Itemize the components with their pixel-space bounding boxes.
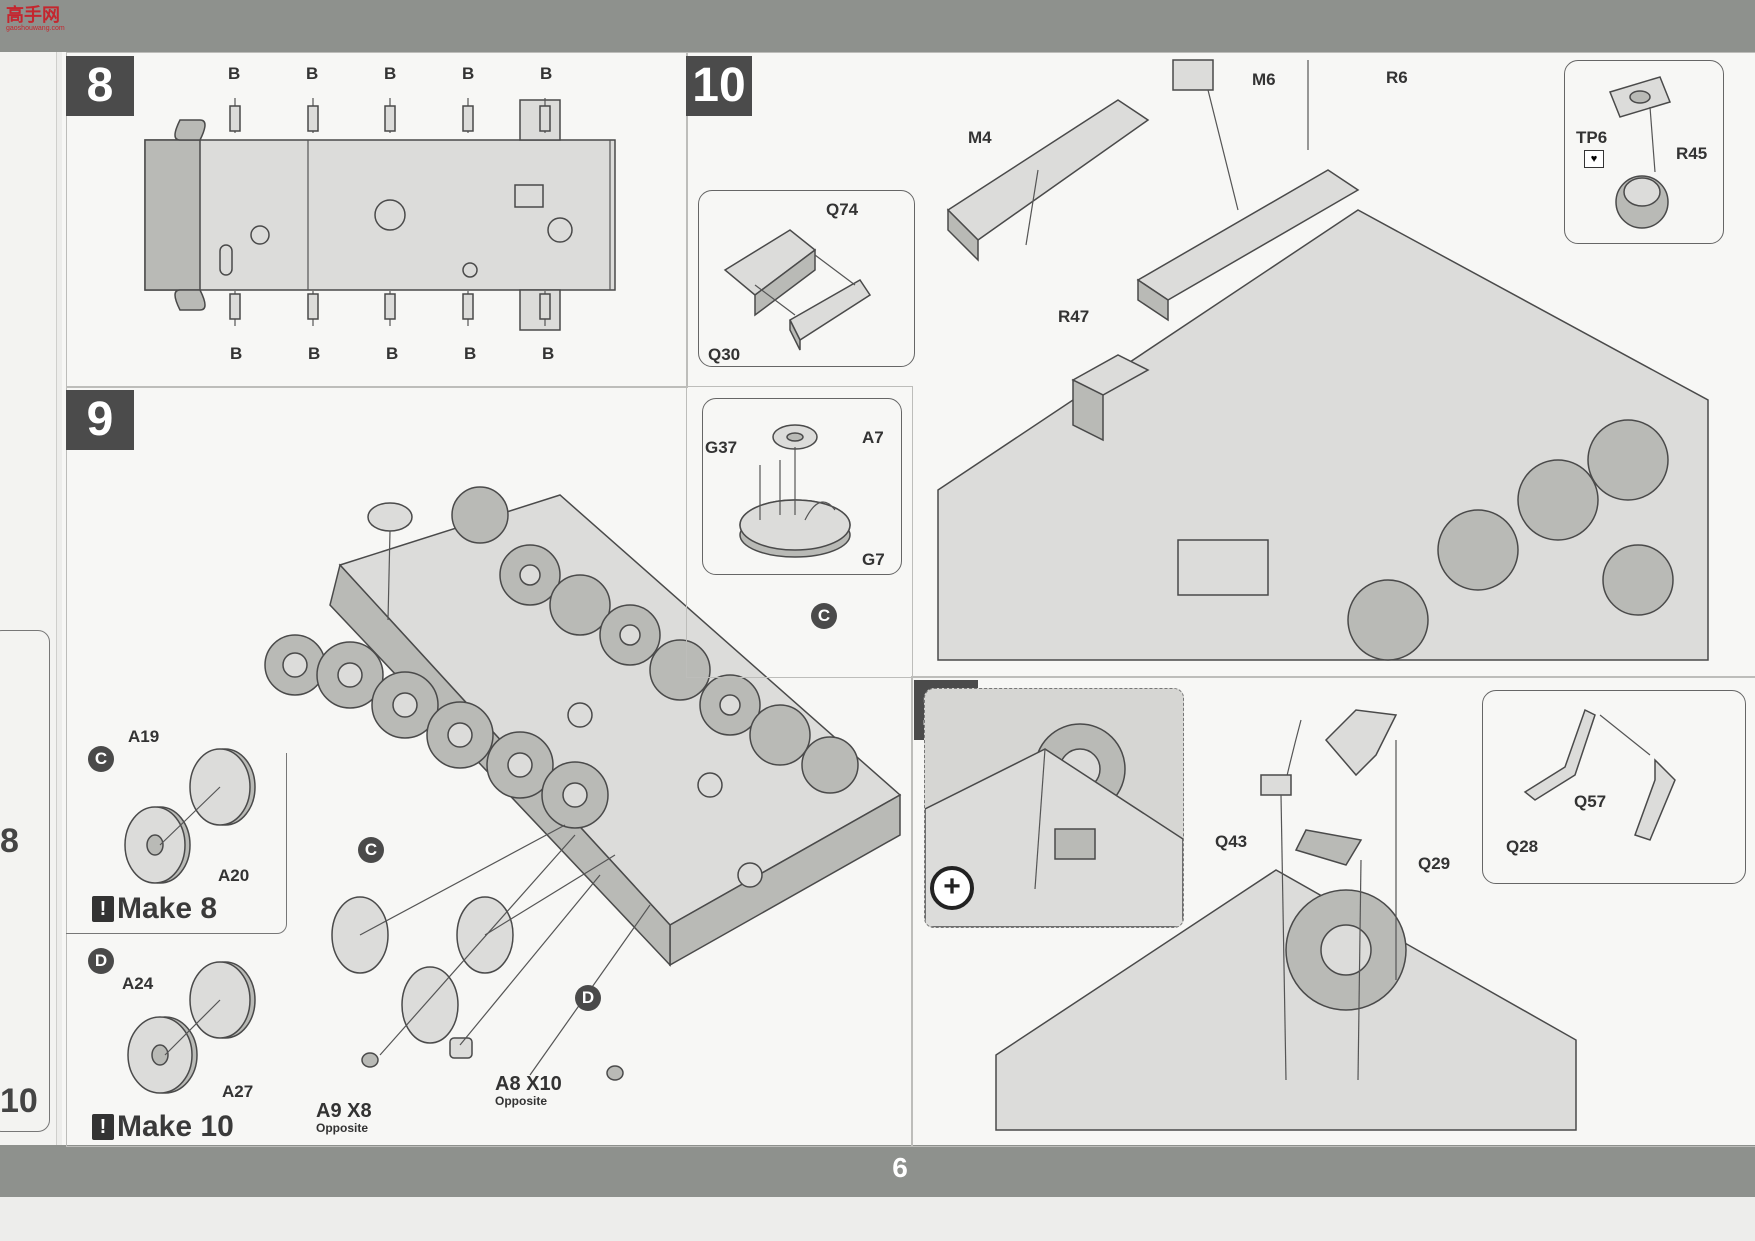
step-9-badge-c-lower: C: [358, 837, 384, 863]
step-9-number: 9: [66, 390, 134, 450]
step-9-wheel-c-box: [66, 753, 287, 934]
step-11-callout: [1482, 690, 1746, 884]
hub-a8-note: Opposite: [495, 1094, 548, 1108]
step-11-label-q29: Q29: [1418, 854, 1451, 873]
step-11-callout-parts: [1523, 708, 1676, 841]
step-8-label-b-top-1: B: [228, 64, 241, 83]
logo-text: 高手网: [6, 5, 60, 25]
step-10-label-r47: R47: [1058, 307, 1090, 326]
hub-a9-note: Opposite: [316, 1121, 369, 1135]
left-page-fragment-8: 8: [0, 822, 19, 860]
step-9-panel: [66, 386, 913, 1147]
step-8-number: 8: [66, 56, 134, 116]
wheel-d-illustration: [127, 961, 256, 1094]
step-8-roadwheel-arms: [229, 98, 551, 326]
wheel-c-illustration: [124, 748, 256, 884]
step-9-label-g37: G37: [705, 438, 738, 457]
step-8-label-b-top-2: B: [306, 64, 319, 83]
step-11-zoom-detail: [925, 723, 1183, 927]
wheel-c-label-bottom: A20: [218, 866, 250, 885]
step-10-r-parts: [1608, 76, 1672, 229]
step-11-label-q43: Q43: [1215, 832, 1248, 851]
step-9-badge-d: D: [575, 985, 601, 1011]
step-10-q-callout: [698, 190, 915, 367]
step-10-label-r45: R45: [1676, 144, 1708, 163]
step-11-hull-illustration: [995, 709, 1577, 1131]
step-11-zoom-view: [924, 688, 1184, 928]
step-10-q-parts: [723, 229, 872, 351]
step-9-hull-assembly-illustration: [264, 486, 902, 1081]
step-8-label-b-bottom-5: B: [542, 344, 555, 363]
step-10-label-q30: Q30: [708, 345, 741, 364]
warning-icon: !: [92, 1114, 114, 1140]
logo-url: gaoshouwang.com: [6, 25, 65, 32]
step-10-number: 10: [686, 56, 752, 116]
step-9-callout: [702, 398, 902, 575]
top-band: [0, 0, 1755, 52]
step-8-label-b-bottom-4: B: [464, 344, 477, 363]
wheel-c-make-text: Make 8: [117, 892, 218, 925]
hub-a8-part: A8 X10: [495, 1073, 562, 1095]
step-10-panel: [686, 52, 1755, 678]
step-11-label-q57: Q57: [1574, 792, 1607, 811]
step-8-label-b-top-3: B: [384, 64, 397, 83]
wheel-c-label-top: A19: [128, 727, 160, 746]
left-page-fragment-10: 10: [0, 1082, 38, 1120]
wheel-d-badge: D: [88, 948, 114, 974]
step-8-label-b-top-4: B: [462, 64, 475, 83]
step-11-panel: [911, 676, 1755, 1147]
site-logo: 高手网 gaoshouwang.com: [6, 6, 68, 36]
step-8-label-b-top-5: B: [540, 64, 553, 83]
wheel-c-badge: C: [88, 746, 114, 772]
magnify-plus-icon: +: [930, 866, 974, 910]
step-10-label-m4: M4: [968, 128, 992, 147]
step-9-badge-c-upper: C: [811, 603, 837, 629]
wheel-d-make-text: Make 10: [117, 1110, 234, 1143]
step-8-label-b-bottom-2: B: [308, 344, 321, 363]
wheel-d-label-top: A24: [122, 974, 154, 993]
step-8-label-b-bottom-3: B: [386, 344, 399, 363]
warning-icon: !: [92, 896, 114, 922]
hub-a9-part: A9 X8: [316, 1100, 372, 1122]
step-8-label-b-bottom-1: B: [230, 344, 243, 363]
step-10-label-m6: M6: [1252, 70, 1276, 89]
step-9-label-g7: G7: [862, 550, 885, 569]
step-11-label-q28: Q28: [1506, 837, 1539, 856]
bottom-band: [0, 1145, 1755, 1197]
left-page-callout: [0, 630, 50, 1132]
step-10-label-tp6: TP6: [1576, 128, 1608, 147]
step-10-engine-deck-illustration: [937, 59, 1709, 661]
step-8-hull-bottom-illustration: [144, 99, 616, 331]
step-8-panel: [66, 52, 688, 388]
step-10-label-r6: R6: [1386, 68, 1408, 87]
page-number: 6: [892, 1152, 908, 1183]
wheel-c-make-count: !Make 8: [92, 892, 217, 926]
step-9-label-a7: A7: [862, 428, 884, 447]
step-10-label-q74: Q74: [826, 200, 859, 219]
step-9-callout-parts: [739, 424, 851, 558]
tp6-symbol-icon: ♥: [1584, 150, 1604, 168]
wheel-d-make-count: !Make 10: [92, 1110, 234, 1144]
step-10-r-callout: [1564, 60, 1724, 244]
wheel-d-label-bottom: A27: [222, 1082, 254, 1101]
left-page-edge: 8 10: [0, 52, 57, 1145]
